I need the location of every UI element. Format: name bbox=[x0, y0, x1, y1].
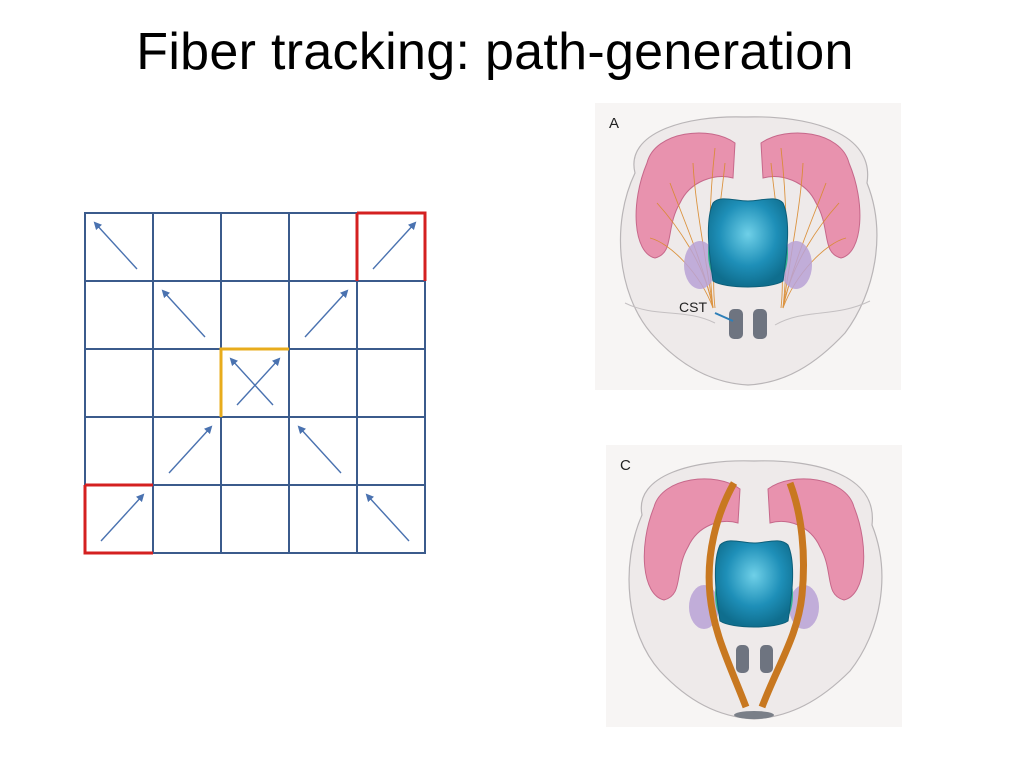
grid-cell bbox=[152, 212, 222, 282]
panel-letter-c: C bbox=[620, 457, 631, 474]
slide-title: Fiber tracking: path-generation bbox=[136, 23, 854, 81]
direction-arrow-up-right bbox=[372, 221, 417, 270]
direction-arrow-up-left bbox=[161, 289, 206, 338]
direction-arrow-up-left bbox=[93, 221, 138, 270]
grid-cell bbox=[152, 484, 222, 554]
direction-arrow-up-right bbox=[236, 357, 281, 406]
endpoint-cell-highlight bbox=[83, 485, 153, 555]
grid-cell bbox=[84, 416, 154, 486]
grid-cell bbox=[152, 348, 222, 418]
grid-cell bbox=[356, 416, 426, 486]
grid-cell bbox=[356, 280, 426, 350]
direction-arrow-up-right bbox=[168, 425, 213, 474]
brain-figure-c: C bbox=[606, 445, 902, 727]
grid-cell bbox=[356, 348, 426, 418]
grid-cell bbox=[220, 280, 290, 350]
direction-arrow-up-right bbox=[304, 289, 349, 338]
panel-letter-a: A bbox=[609, 115, 620, 132]
grid-cell bbox=[288, 212, 358, 282]
grid-cell bbox=[288, 484, 358, 554]
grid-cell bbox=[356, 484, 426, 554]
endpoint-cell-highlight bbox=[357, 211, 427, 281]
grid-cell bbox=[288, 348, 358, 418]
brain-illustration-a bbox=[619, 116, 878, 386]
direction-arrow-up-left bbox=[365, 493, 410, 542]
grid-cell bbox=[220, 212, 290, 282]
direction-arrow-up-right bbox=[100, 493, 145, 542]
grid-cell bbox=[220, 484, 290, 554]
grid-cell bbox=[220, 416, 290, 486]
grid-cell bbox=[84, 280, 154, 350]
direction-arrow-up-left bbox=[229, 357, 274, 406]
cst-label: CST bbox=[679, 299, 707, 315]
brain-illustration-c bbox=[628, 460, 883, 720]
grid-cell bbox=[84, 348, 154, 418]
brain-figure-a: A CST bbox=[595, 103, 901, 390]
direction-arrow-up-left bbox=[297, 425, 342, 474]
seed-cell-highlight bbox=[219, 347, 289, 417]
